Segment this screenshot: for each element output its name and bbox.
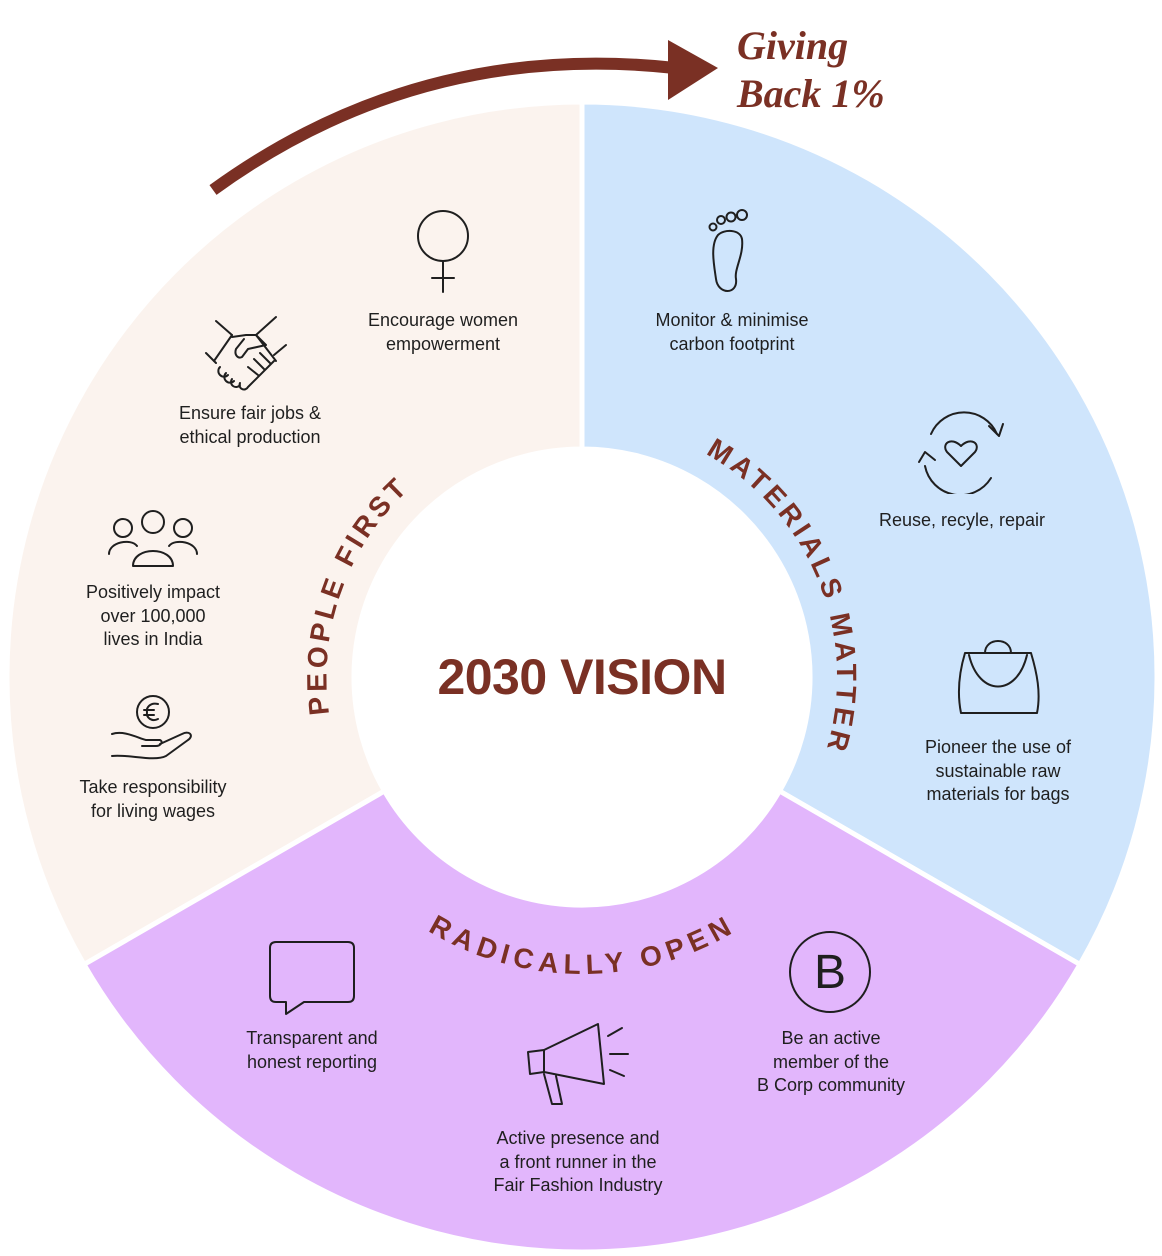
item-sustainable-materials: Pioneer the use of sustainable raw materia… <box>868 736 1128 807</box>
item-transparent-reporting: Transparent and honest reporting <box>182 1027 442 1074</box>
item-text-line: Take responsibility <box>79 777 227 797</box>
item-text-line: over 100,000 <box>100 605 206 626</box>
female-symbol-icon <box>417 210 469 293</box>
item-text-line: B <box>814 946 846 999</box>
handbag-icon <box>957 640 1040 714</box>
speech-bubble-icon <box>269 941 355 1015</box>
item-text-line: for living wages <box>90 800 216 821</box>
handshake-icon <box>205 316 287 391</box>
item-living-wages: Take responsibility for living wages <box>23 776 283 823</box>
item-fair-jobs: Ensure fair jobs & ethical production <box>120 402 380 449</box>
item-fair-fashion: Active presence and a front runner in the… <box>448 1127 708 1198</box>
item-text-line: Active presence and <box>496 1128 660 1148</box>
b-corp-icon: B <box>789 931 871 1013</box>
item-b-corp: Be an active member of the B Corp communit… <box>701 1027 961 1098</box>
item-text-line: ethical production <box>179 426 321 447</box>
segment-radically-open <box>80 787 1084 1255</box>
segment-people-first <box>4 99 585 968</box>
item-text-line: Fair Fashion Industry <box>493 1175 663 1195</box>
item-text-line: honest reporting <box>246 1051 378 1072</box>
item-text-line: Positively impact <box>85 582 221 602</box>
item-text-line: Transparent and <box>246 1028 378 1048</box>
segment-materials-matter <box>579 99 1160 968</box>
footprint-icon <box>708 209 748 292</box>
item-text-line: B Corp community <box>756 1075 906 1095</box>
item-text-line: carbon footprint <box>669 333 795 354</box>
item-text-line: Reuse, recyle, repair <box>878 510 1046 530</box>
item-women-empowerment: Encourage women empowerment <box>313 309 573 356</box>
item-carbon-footprint: Monitor & minimise carbon footprint <box>602 309 862 356</box>
giving-back-label: Giving Back 1% <box>737 22 885 118</box>
euro-hand-icon <box>111 695 192 760</box>
giving-back-line1: Giving <box>737 23 849 68</box>
megaphone-icon <box>527 1023 629 1105</box>
item-text-line: Ensure fair jobs & <box>178 403 322 423</box>
item-text-line: Pioneer the use of <box>924 737 1072 757</box>
people-group-icon <box>108 510 198 567</box>
item-positive-impact: Positively impact over 100,000 lives in In… <box>23 581 283 652</box>
item-text-line: lives in India <box>103 629 203 649</box>
arrow-head-icon <box>668 40 718 100</box>
item-text-line: materials for bags <box>926 784 1070 804</box>
item-text-line: Be an active <box>781 1028 881 1048</box>
item-reuse: Reuse, recyle, repair <box>832 509 1092 533</box>
item-text-line: member of the <box>772 1051 890 1072</box>
item-text-line: Monitor & minimise <box>655 310 809 330</box>
item-text-line: a front runner in the <box>499 1151 657 1172</box>
giving-back-arrow <box>209 57 676 195</box>
center-circle <box>356 451 808 903</box>
item-text-line: Encourage women <box>367 310 519 330</box>
center-title: 2030 VISION <box>437 649 727 705</box>
item-text-line: empowerment <box>385 333 501 354</box>
giving-back-line2: Back 1% <box>737 71 885 116</box>
item-text-line: sustainable raw <box>935 760 1061 781</box>
recycle-heart-icon <box>918 411 1004 494</box>
